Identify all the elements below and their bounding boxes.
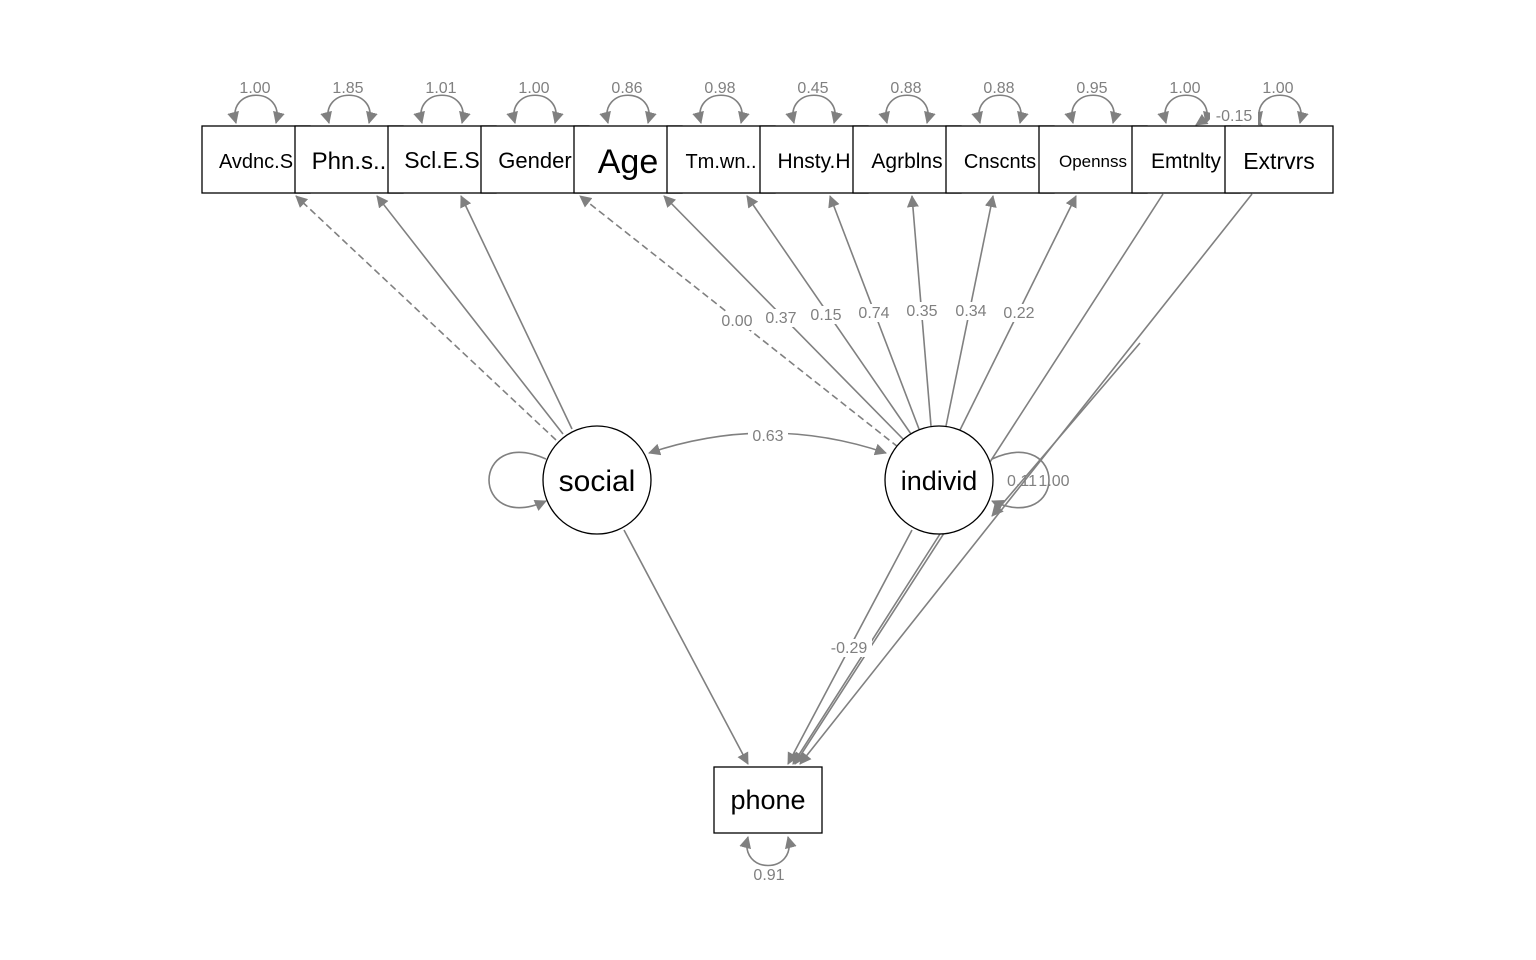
loading-social-phns (376, 195, 564, 435)
loading-label-individ-age: 0.00 (721, 313, 752, 330)
label-phone: phone (730, 785, 805, 815)
label-social: social (559, 465, 636, 498)
variance-loop-phns (320, 94, 378, 124)
loading-social-avdnc (295, 195, 557, 441)
box-hnsty (759, 125, 869, 194)
variance-loop-extr (1251, 94, 1309, 124)
box-opn (1038, 125, 1148, 194)
loading-label-individ-opn: 0.34 (955, 303, 986, 320)
variance-label-phone: 0.91 (753, 867, 784, 884)
variance-loop-cnsc (971, 94, 1029, 124)
loading-social-scles (460, 195, 573, 430)
covariance-label-individ-extr: 0.11 (1007, 473, 1037, 490)
variance-loop-agrb (878, 94, 936, 124)
label-scles: Scl.E.S (404, 147, 479, 173)
variance-loop-emtn (1157, 94, 1215, 124)
variance-loop-age (599, 94, 657, 124)
variance-label-opn: 0.95 (1076, 80, 1107, 97)
variance-label-age: 0.86 (611, 80, 642, 97)
label-emtn: Emtnlty (1151, 150, 1222, 173)
latent-social (542, 425, 652, 535)
label-individ: individ (901, 466, 978, 496)
variance-loop-phone (739, 836, 797, 867)
variance-label-extr: 1.00 (1262, 80, 1293, 97)
box-scles (387, 125, 497, 194)
loading-edges (295, 195, 1077, 448)
variance-label-agrb: 0.88 (890, 80, 921, 97)
loading-label-individ-emtn: 0.22 (1003, 305, 1034, 322)
label-avdnc: Avdnc.S (219, 151, 293, 173)
label-tmwn: Tm.wn.. (685, 151, 756, 173)
observed-variable-labels: Avdnc.S Phn.s.. Scl.E.S Gender Age Tm.wn… (219, 143, 1315, 181)
loading-label-individ-hnsty: 0.15 (810, 307, 841, 324)
box-gender (480, 125, 590, 194)
variance-loop-tmwn (692, 94, 750, 124)
variance-label-avdnc: 1.00 (239, 80, 270, 97)
box-cnsc (945, 125, 1055, 194)
variance-loop-individ (991, 451, 1050, 511)
label-age: Age (598, 143, 659, 181)
variance-loop-scles (413, 94, 471, 124)
covariance-label-emtn-extr: -0.15 (1216, 108, 1253, 125)
label-phns: Phn.s.. (312, 148, 387, 175)
variance-label-gender: 1.00 (518, 80, 549, 97)
box-emtn (1131, 125, 1241, 194)
label-extr: Extrvrs (1243, 148, 1315, 174)
variance-label-emtn: 1.00 (1169, 80, 1200, 97)
box-avdnc (201, 125, 311, 194)
label-opn: Opennss (1059, 152, 1127, 171)
box-extr (1224, 125, 1334, 194)
variance-loops (227, 94, 1309, 867)
variance-loop-avdnc (227, 94, 285, 124)
variance-label-hnsty: 0.45 (797, 80, 828, 97)
loading-label-individ-cnsc: 0.35 (906, 303, 937, 320)
variance-loop-opn (1064, 94, 1122, 124)
outcome-node-phone: phone (713, 766, 823, 834)
latent-individ (884, 425, 994, 535)
covariance-label-social-individ: 0.63 (752, 428, 783, 445)
variance-loop-hnsty (785, 94, 843, 124)
regression-social-phone (623, 529, 749, 765)
variance-label-cnsc: 0.88 (983, 80, 1014, 97)
variance-label-individ: 1.00 (1038, 473, 1069, 490)
latent-variables: social individ (542, 425, 994, 535)
variance-loop-social (488, 451, 547, 511)
label-agrb: Agrblns (871, 150, 942, 173)
path-coefficient-labels: 0.00 0.37 0.15 0.74 0.35 0.34 0.22 0.63 … (716, 107, 1258, 657)
variance-label-scles: 1.01 (425, 80, 456, 97)
label-gender: Gender (498, 148, 571, 173)
regression-extr-phone (799, 193, 1253, 765)
loading-label-individ-agrb: 0.74 (858, 305, 889, 322)
loading-label-individ-tmwn: 0.37 (765, 310, 796, 327)
variance-loop-gender (506, 94, 564, 124)
box-phns (294, 125, 404, 194)
variance-label-tmwn: 0.98 (704, 80, 735, 97)
label-cnsc: Cnscnts (964, 151, 1036, 173)
regression-label-individ-phone: -0.29 (831, 640, 868, 657)
box-phone (713, 766, 823, 834)
label-hnsty: Hnsty.H (777, 150, 850, 173)
variance-label-phns: 1.85 (332, 80, 363, 97)
variance-labels: 1.00 1.85 1.01 1.00 0.86 0.98 0.45 0.88 … (239, 80, 1293, 884)
observed-variable-boxes (201, 125, 1334, 194)
covariance-individ-extr (991, 342, 1141, 517)
